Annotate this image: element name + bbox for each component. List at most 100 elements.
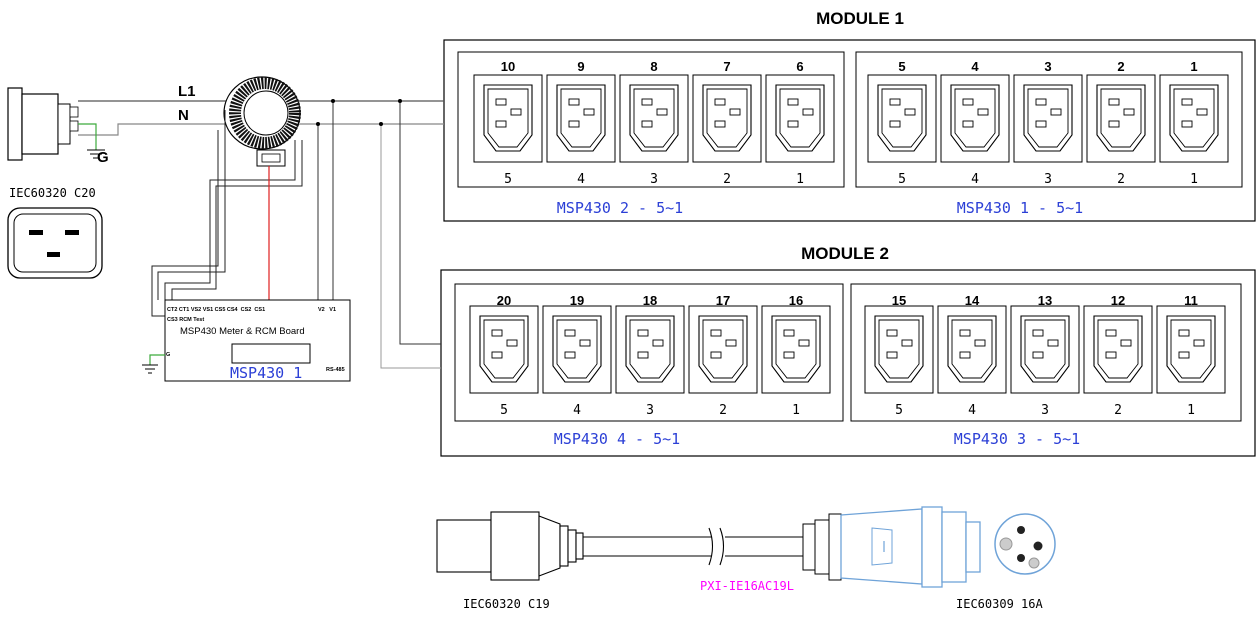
board-id: MSP430 1 bbox=[230, 364, 302, 382]
neutral-label: N bbox=[178, 107, 189, 124]
outlet-sub-label: 4 bbox=[573, 403, 581, 418]
outlet-number: 11 bbox=[1184, 293, 1198, 308]
outlet-c13 bbox=[469, 305, 539, 394]
cable-part-number: PXI-IE16AC19L bbox=[700, 579, 794, 593]
outlet-number: 2 bbox=[1117, 59, 1124, 74]
outlet-number: 6 bbox=[796, 59, 803, 74]
outlet-sub-label: 2 bbox=[723, 172, 731, 187]
power-cable bbox=[583, 527, 803, 566]
outlet-number: 7 bbox=[723, 59, 730, 74]
board-ground-wire bbox=[149, 354, 165, 365]
outlet-c13 bbox=[1086, 74, 1156, 163]
outlet-number: 3 bbox=[1044, 59, 1051, 74]
module-2-frame bbox=[440, 269, 1256, 457]
board-title: MSP430 Meter & RCM Board bbox=[180, 326, 305, 337]
outlet-number: 19 bbox=[570, 293, 584, 308]
board-ground-pin: G bbox=[166, 352, 170, 358]
c19-plug bbox=[436, 511, 584, 581]
module-1-frame bbox=[443, 39, 1256, 222]
outlet-number: 15 bbox=[892, 293, 906, 308]
outlet-c13 bbox=[761, 305, 831, 394]
outlet-sub-label: 1 bbox=[1190, 172, 1198, 187]
module-1-bank-right-outlets: 5 5 4 4 3 3 2 2 1 1 bbox=[867, 59, 1229, 187]
module-1-bank-left-outlets: 10 5 9 4 8 3 7 2 6 1 bbox=[473, 59, 835, 187]
outlet-sub-label: 5 bbox=[500, 403, 508, 418]
outlet-sub-label: 2 bbox=[1117, 172, 1125, 187]
module-1-bank-left bbox=[457, 51, 845, 188]
outlet-number: 9 bbox=[577, 59, 584, 74]
outlet-c13 bbox=[765, 74, 835, 163]
outlet-sub-label: 2 bbox=[1114, 403, 1122, 418]
outlet-sub-label: 5 bbox=[898, 172, 906, 187]
group-label-msp430-4: MSP430 4 - 5~1 bbox=[554, 430, 680, 448]
outlet-number: 12 bbox=[1111, 293, 1125, 308]
inlet-label: IEC60320 C20 bbox=[9, 186, 96, 200]
junction-dots bbox=[316, 99, 402, 126]
outlet-sub-label: 3 bbox=[1044, 172, 1052, 187]
iec60309-label: IEC60309 16A bbox=[956, 597, 1043, 611]
outlet-c13 bbox=[1010, 305, 1080, 394]
outlet-c13 bbox=[546, 74, 616, 163]
outlet-c13 bbox=[615, 305, 685, 394]
board-pins-second: CS3 RCM Test bbox=[167, 317, 204, 323]
msp430-board: CT2 CT1 VS2 VS1 CS5 CS4 CS2 CS1 CS3 RCM … bbox=[164, 299, 351, 382]
outlet-number: 10 bbox=[501, 59, 515, 74]
outlet-sub-label: 2 bbox=[719, 403, 727, 418]
board-display bbox=[231, 343, 311, 364]
outlet-c13 bbox=[542, 305, 612, 394]
module-2-bank-right bbox=[850, 283, 1242, 422]
outlet-sub-label: 3 bbox=[646, 403, 654, 418]
outlet-number: 8 bbox=[650, 59, 657, 74]
ground-label: G bbox=[97, 149, 109, 166]
group-label-msp430-1: MSP430 1 - 5~1 bbox=[957, 199, 1083, 217]
outlet-sub-label: 4 bbox=[577, 172, 585, 187]
outlet-number: 4 bbox=[971, 59, 979, 74]
inlet-side-view bbox=[7, 87, 79, 161]
module-2-title: MODULE 2 bbox=[801, 244, 889, 263]
outlet-c13 bbox=[473, 74, 543, 163]
iec60309-socket-face bbox=[994, 513, 1056, 575]
module-1-title: MODULE 1 bbox=[816, 9, 904, 28]
outlet-c13 bbox=[1156, 305, 1226, 394]
outlet-number: 20 bbox=[497, 293, 511, 308]
outlet-sub-label: 5 bbox=[895, 403, 903, 418]
outlet-sub-label: 5 bbox=[504, 172, 512, 187]
outlet-c13 bbox=[619, 74, 689, 163]
module-2-bank-left bbox=[454, 283, 844, 422]
outlet-c13 bbox=[688, 305, 758, 394]
outlet-number: 16 bbox=[789, 293, 803, 308]
c19-label: IEC60320 C19 bbox=[463, 597, 550, 611]
iec60309-plug bbox=[802, 506, 981, 588]
c20-inlet-face bbox=[7, 207, 103, 279]
board-ground-symbol bbox=[142, 364, 158, 374]
outlet-sub-label: 3 bbox=[1041, 403, 1049, 418]
outlet-sub-label: 1 bbox=[792, 403, 800, 418]
current-transformer bbox=[223, 76, 301, 167]
outlet-c13 bbox=[864, 305, 934, 394]
module-1-bank-right bbox=[855, 51, 1243, 188]
group-label-msp430-2: MSP430 2 - 5~1 bbox=[557, 199, 683, 217]
outlet-number: 17 bbox=[716, 293, 730, 308]
outlet-c13 bbox=[1159, 74, 1229, 163]
board-pins-top: CT2 CT1 VS2 VS1 CS5 CS4 CS2 CS1 bbox=[167, 307, 265, 313]
outlet-sub-label: 4 bbox=[968, 403, 976, 418]
ground-symbol bbox=[87, 149, 105, 159]
outlet-number: 18 bbox=[643, 293, 657, 308]
outlet-c13 bbox=[867, 74, 937, 163]
outlet-sub-label: 1 bbox=[1187, 403, 1195, 418]
outlet-c13 bbox=[940, 74, 1010, 163]
outlet-c13 bbox=[1013, 74, 1083, 163]
module-2-bank-left-outlets: 20 5 19 4 18 3 17 2 16 1 bbox=[469, 293, 831, 418]
outlet-number: 14 bbox=[965, 293, 980, 308]
outlet-c13 bbox=[692, 74, 762, 163]
ground-wire bbox=[78, 123, 97, 150]
outlet-sub-label: 3 bbox=[650, 172, 658, 187]
board-pins-voltage: V2 V1 bbox=[318, 307, 336, 313]
outlet-number: 5 bbox=[898, 59, 905, 74]
outlet-number: 1 bbox=[1190, 59, 1197, 74]
outlet-sub-label: 4 bbox=[971, 172, 979, 187]
outlet-number: 13 bbox=[1038, 293, 1052, 308]
outlet-sub-label: 1 bbox=[796, 172, 804, 187]
